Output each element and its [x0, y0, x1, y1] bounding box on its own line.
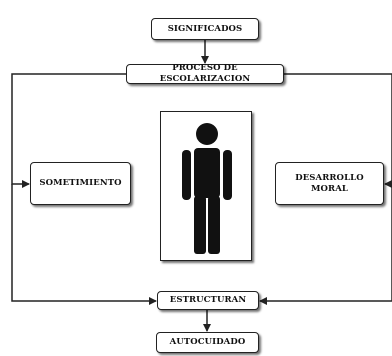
node-desarrollo-label-line1: DESARROLLO	[295, 172, 364, 183]
node-estructuran: ESTRUCTURAN	[157, 291, 259, 310]
node-estructuran-label: ESTRUCTURAN	[169, 295, 247, 306]
person-frame	[160, 111, 252, 261]
node-autocuidado: AUTOCUIDADO	[156, 332, 259, 353]
node-sometimiento: SOMETIMIENTO	[30, 162, 131, 205]
connector-left-estructuran	[11, 184, 157, 305]
connector-right-estructuran	[259, 184, 392, 305]
node-significados: SIGNIFICADOS	[151, 18, 259, 40]
node-autocuidado-label: AUTOCUIDADO	[169, 337, 246, 348]
connector-proceso-sometimiento	[11, 73, 126, 188]
person-silhouette-icon	[182, 123, 232, 254]
node-desarrollo-moral: DESARROLLO MORAL	[275, 162, 384, 205]
node-desarrollo-label: DESARROLLO MORAL	[295, 173, 363, 194]
node-sometimiento-label: SOMETIMIENTO	[39, 178, 122, 189]
node-significados-label: SIGNIFICADOS	[167, 23, 243, 34]
node-desarrollo-label-line2: MORAL	[311, 183, 348, 194]
connector-proceso-desarrollo	[284, 73, 392, 188]
node-proceso-escolarizacion: PROCESO DE ESCOLARIZACION	[126, 63, 284, 84]
node-proceso-label: PROCESO DE ESCOLARIZACION	[159, 63, 251, 84]
